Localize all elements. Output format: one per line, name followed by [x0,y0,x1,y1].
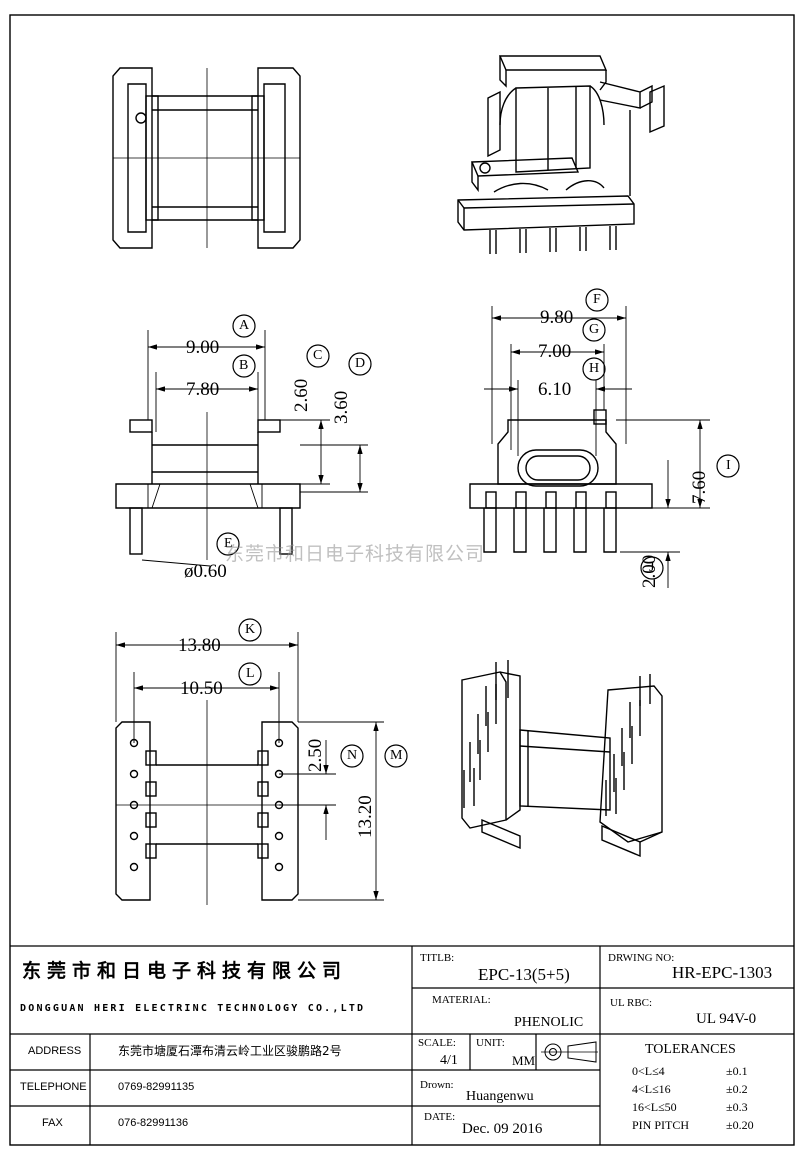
fax-label: FAX [42,1117,63,1129]
side-view-left [115,412,301,560]
balloon-l: L [246,666,255,681]
title-label: TITLB: [420,952,455,964]
dim-b-value: 7.80 [186,379,220,400]
tolerances-title: TOLERANCES [645,1042,736,1057]
material-value: PHENOLIC [514,1015,584,1030]
drawn-value: Huangenwu [466,1089,534,1104]
front-view-right [469,409,653,553]
ul-label: UL RBC: [610,997,653,1009]
address-label: ADDRESS [28,1045,82,1057]
balloon-i: I [726,458,731,473]
telephone-value: 0769-82991135 [118,1081,195,1093]
fax-value: 076-82991136 [118,1117,189,1129]
tol-value-3: ±0.3 [726,1100,748,1114]
drawing-no-value: HR-EPC-1303 [672,963,773,982]
dimension-lines [115,306,710,901]
balloon-b: B [239,358,249,373]
tol-range-1: 0<L≤4 [632,1064,665,1078]
title-value: EPC-13(5+5) [478,965,570,984]
balloon-g: G [589,322,600,337]
tol-range-2: 4<L≤16 [632,1082,671,1096]
balloon-k: K [245,622,256,637]
dim-a-value: 9.00 [186,337,220,358]
balloon-f: F [593,292,601,307]
company-watermark: 东莞市和日电子科技有限公司 [225,543,486,565]
dimension-balloons [216,288,740,768]
top-view [112,67,301,249]
company-name-cn: 东莞市和日电子科技有限公司 [22,960,348,982]
iso-view-bottom [461,660,663,858]
unit-value: MM [512,1053,536,1068]
tol-range-4: PIN PITCH [632,1118,690,1132]
tol-value-2: ±0.2 [726,1082,748,1096]
dim-c-value: 2.60 [291,378,312,412]
dim-l-value: 10.50 [180,678,223,699]
dim-n-value: 2.50 [305,738,326,772]
dim-h-value: 6.10 [538,379,572,400]
tol-value-4: ±0.20 [726,1118,754,1132]
scale-value: 4/1 [440,1053,458,1068]
ul-value: UL 94V-0 [696,1011,757,1027]
date-value: Dec. 09 2016 [462,1121,543,1137]
dim-d-value: 3.60 [331,390,352,424]
address-value: 东莞市塘厦石潭布清云岭工业区骏鹏路2号 [118,1044,342,1058]
balloon-d: D [355,356,366,371]
balloon-h: H [589,361,600,376]
balloon-n: N [347,748,358,763]
dim-i-value: 7.60 [689,470,710,504]
telephone-label: TELEPHONE [20,1081,87,1093]
date-label: DATE: [424,1111,456,1123]
dim-f-value: 9.80 [540,307,574,328]
balloon-j: J [649,560,655,575]
dim-m-value: 13.20 [355,795,376,838]
company-name-en: DONGGUAN HERI ELECTRINC TECHNOLOGY CO.,L… [20,1003,366,1014]
sheet-border [9,14,795,1146]
dim-k-value: 13.80 [178,635,221,656]
balloon-m: M [390,748,403,763]
balloon-e: E [224,536,233,551]
scale-label: SCALE: [418,1037,456,1049]
bottom-view [115,700,299,905]
drawn-label: Drown: [420,1079,454,1091]
iso-view-top [457,55,665,254]
dim-e-value: ø0.60 [184,561,227,582]
drawing-no-label: DRWING NO: [608,952,675,964]
balloon-a: A [239,318,250,333]
unit-label: UNIT: [476,1037,505,1049]
dim-g-value: 7.00 [538,341,572,362]
material-label: MATERIAL: [432,994,491,1006]
tol-value-1: ±0.1 [726,1064,748,1078]
tol-range-3: 16<L≤50 [632,1100,677,1114]
title-block-grid [10,945,794,1145]
balloon-c: C [313,348,323,363]
